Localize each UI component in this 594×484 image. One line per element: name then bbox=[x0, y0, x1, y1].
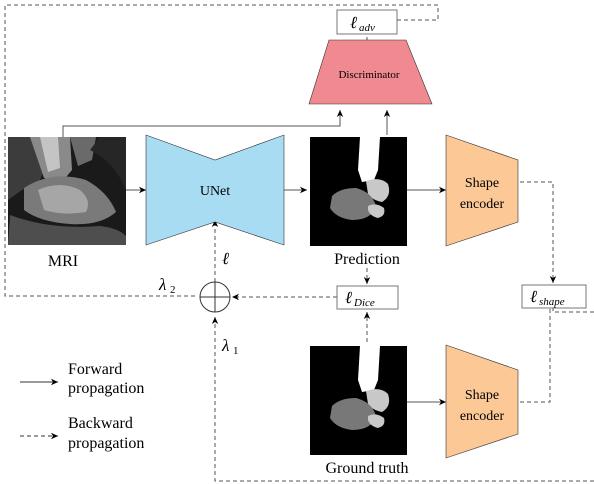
svg-text:λ: λ bbox=[221, 336, 229, 355]
mri-to-discriminator-arrow bbox=[62, 110, 344, 137]
shape-feedback-line bbox=[211, 307, 594, 482]
svg-text:Backward: Backward bbox=[68, 415, 133, 432]
legend: Forward propagation Backward propagation bbox=[20, 361, 144, 452]
unet-block: UNet bbox=[145, 134, 285, 246]
svg-text:encoder: encoder bbox=[460, 197, 505, 212]
shape-encoder-top: Shape encoder bbox=[445, 134, 519, 247]
ground-truth-image bbox=[310, 346, 407, 455]
svg-text:ℓ: ℓ bbox=[345, 288, 352, 307]
svg-text:propagation: propagation bbox=[68, 435, 144, 452]
lambda2-label: λ 2 bbox=[158, 275, 176, 296]
ground-truth-caption: Ground truth bbox=[325, 460, 408, 477]
lambda1-label: λ 1 bbox=[221, 336, 239, 357]
svg-text:ℓ: ℓ bbox=[530, 287, 537, 306]
mri-caption: MRI bbox=[48, 253, 78, 270]
svg-text:ℓ: ℓ bbox=[350, 13, 357, 32]
legend-backward: Backward propagation bbox=[20, 415, 144, 452]
total-loss-label: ℓ bbox=[222, 249, 229, 268]
legend-forward: Forward propagation bbox=[20, 361, 144, 397]
svg-text:λ: λ bbox=[158, 275, 166, 294]
adv-loss-box: ℓ adv bbox=[336, 9, 398, 35]
mri-image bbox=[8, 137, 126, 245]
pred-encoder-to-shape-line bbox=[520, 181, 557, 283]
svg-text:Dice: Dice bbox=[353, 297, 375, 309]
svg-text:Forward: Forward bbox=[68, 361, 122, 378]
shape-encoder-bottom: Shape encoder bbox=[445, 344, 519, 459]
dice-loss-box: ℓ Dice bbox=[336, 285, 399, 310]
prediction-image bbox=[310, 137, 407, 246]
svg-text:1: 1 bbox=[233, 345, 239, 357]
discriminator-label: Discriminator bbox=[338, 69, 399, 81]
svg-text:Shape: Shape bbox=[465, 388, 499, 403]
shape-loss-box: ℓ shape bbox=[521, 284, 587, 309]
forward-connections bbox=[62, 37, 446, 406]
sum-node bbox=[199, 281, 231, 313]
svg-text:shape: shape bbox=[539, 296, 565, 308]
adv-feedback-line bbox=[4, 4, 439, 297]
svg-text:Shape: Shape bbox=[465, 176, 499, 191]
svg-text:propagation: propagation bbox=[68, 380, 144, 397]
prediction-caption: Prediction bbox=[334, 251, 400, 268]
discriminator-block: Discriminator bbox=[308, 39, 433, 105]
svg-text:2: 2 bbox=[170, 284, 176, 296]
svg-text:encoder: encoder bbox=[460, 409, 505, 424]
svg-text:adv: adv bbox=[359, 22, 375, 34]
gt-encoder-to-shape-line bbox=[520, 307, 551, 403]
unet-label: UNet bbox=[200, 184, 230, 199]
backward-connections bbox=[4, 4, 594, 482]
